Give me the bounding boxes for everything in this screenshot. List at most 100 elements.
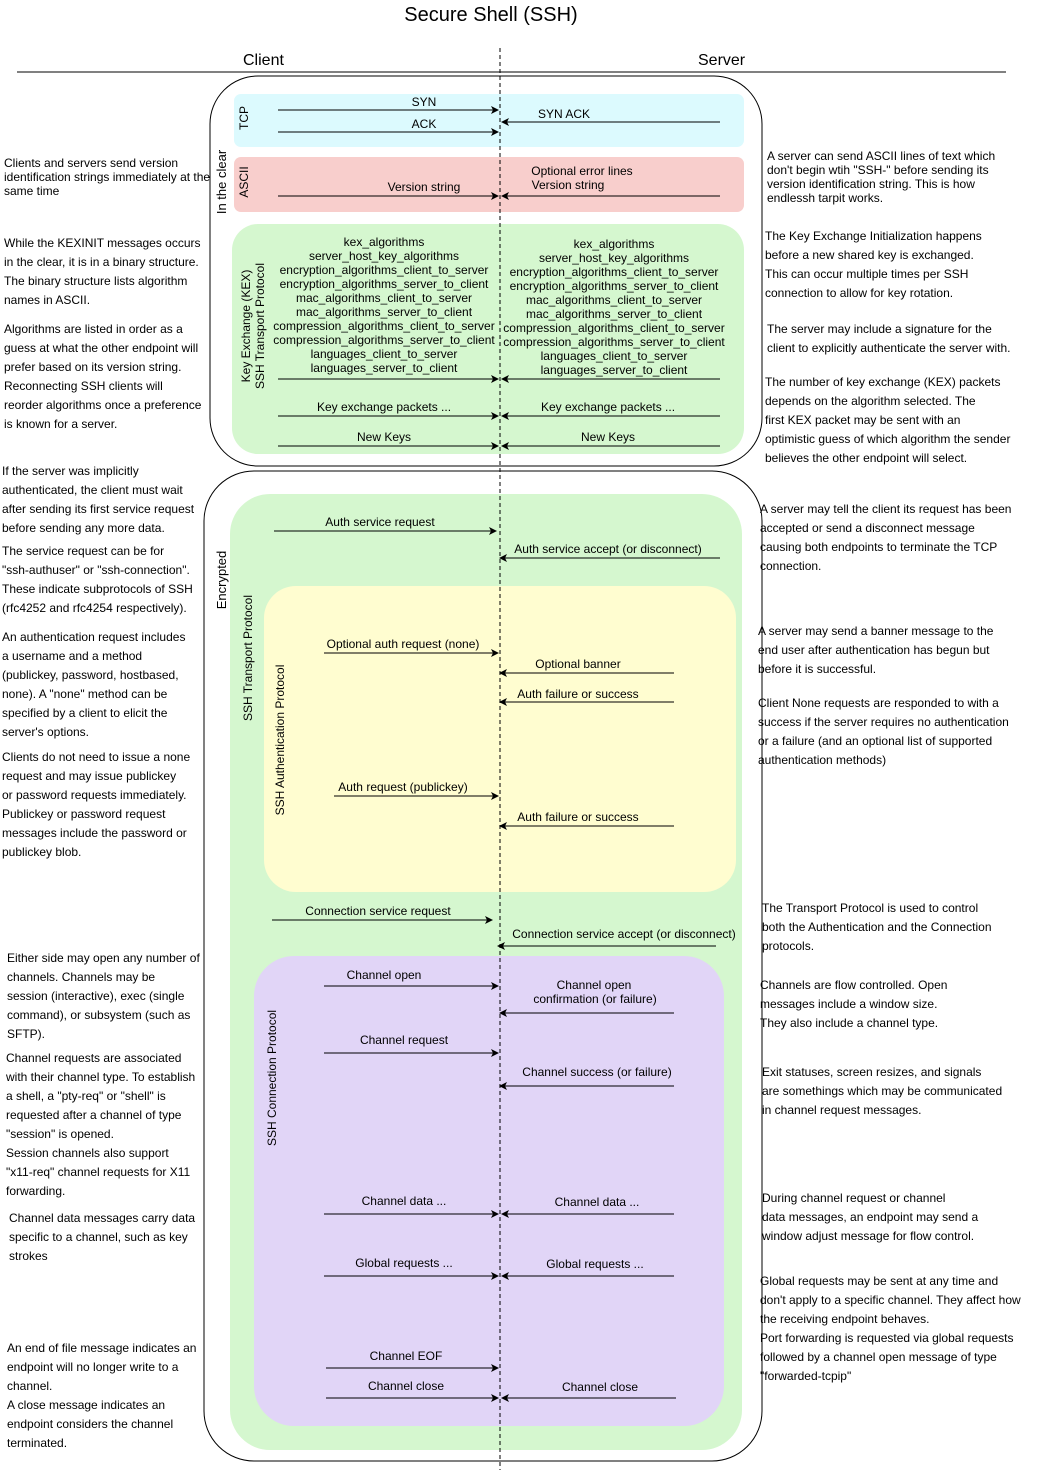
note-line: messages include the password or <box>2 826 187 840</box>
note-line: endlessh tarpit works. <box>767 191 884 205</box>
note-line: connection to allow for key rotation. <box>765 286 954 300</box>
note-line: "forwarded-tcpip" <box>760 1369 852 1383</box>
kex-algorithm-line: server_host_key_algorithms <box>539 251 689 265</box>
note-line: in channel request messages. <box>762 1103 922 1117</box>
channel-request-label: Channel request <box>360 1033 449 1047</box>
note-line: While the KEXINIT messages occurs <box>4 236 201 250</box>
note-line: The Transport Protocol is used to contro… <box>762 901 979 915</box>
optional-banner-label: Optional banner <box>535 657 620 671</box>
kex-algorithm-line: encryption_algorithms_client_to_server <box>510 265 719 279</box>
note-line: version identification string. This is h… <box>767 177 975 191</box>
note-line: endpoint considers the channel <box>7 1417 174 1431</box>
note-line: don't begin wtih "SSH-" before sending i… <box>767 163 989 177</box>
channel-open-label: Channel open <box>347 968 422 982</box>
note-line: connection. <box>760 559 822 573</box>
note-line: terminated. <box>7 1436 68 1450</box>
note-global: Global requests may be sent at any time … <box>760 1272 1021 1386</box>
note-line: Publickey or password request <box>2 807 166 821</box>
kex-region <box>232 224 744 454</box>
note-line: data messages, an endpoint may send a <box>762 1210 979 1224</box>
channel-open-confirmation-line2: confirmation (or failure) <box>533 992 656 1006</box>
note-line: "session" is opened. <box>6 1127 114 1141</box>
kex-algorithm-line: mac_algorithms_server_to_client <box>526 307 703 321</box>
note-line: the receiving endpoint behaves. <box>760 1312 930 1326</box>
note-line: "ssh-authuser" or "ssh-connection". <box>2 563 190 577</box>
note-line: causing both endpoints to terminate the … <box>760 540 998 554</box>
note-line: Global requests may be sent at any time … <box>760 1274 999 1288</box>
note-line: a username and a method <box>2 649 143 663</box>
note-line: are somethings which may be communicated <box>762 1084 1003 1098</box>
note-signature: The server may include a signature for t… <box>767 320 1010 358</box>
note-transport: The Transport Protocol is used to contro… <box>762 899 992 956</box>
note-line: Either side may open any number of <box>7 951 200 965</box>
note-line: is known for a server. <box>4 417 118 431</box>
note-line: A server may send a banner message to th… <box>758 624 994 638</box>
note-line: identification strings immediately at th… <box>4 170 211 184</box>
note-line: server's options. <box>2 725 89 739</box>
note-line: channel. <box>7 1379 53 1393</box>
ascii-label: ASCII <box>237 166 251 197</box>
note-line: before a new shared key is exchanged. <box>765 248 974 262</box>
note-accept: A server may tell the client its request… <box>760 500 1011 576</box>
kex-label: Key Exchange (KEX) <box>239 270 253 383</box>
note-line: both the Authentication and the Connecti… <box>762 920 992 934</box>
note-eof: An end of file message indicates an endpo… <box>7 1339 196 1453</box>
channel-data-server-label: Channel data ... <box>555 1195 640 1209</box>
channel-close-server-label: Channel close <box>562 1380 638 1394</box>
note-line: authentication methods) <box>758 753 887 767</box>
syn-label: SYN <box>412 95 437 109</box>
kex-algorithm-line: compression_algorithms_server_to_client <box>273 333 495 347</box>
note-line: Port forwarding is requested via global … <box>760 1331 1014 1345</box>
note-line: Client None requests are responded to wi… <box>758 696 999 710</box>
ack-label: ACK <box>412 117 437 131</box>
channel-eof-label: Channel EOF <box>370 1349 443 1363</box>
note-line: "x11-req" channel requests for X11 <box>6 1165 191 1179</box>
note-line: SFTP). <box>7 1027 45 1041</box>
note-line: or a failure (and an optional list of su… <box>758 734 993 748</box>
kex-algorithm-line: languages_client_to_server <box>311 347 458 361</box>
kex-packets-client-label: Key exchange packets ... <box>317 400 451 414</box>
note-line: before it is successful. <box>758 662 877 676</box>
kex-algorithm-line: mac_algorithms_client_to_server <box>296 291 472 305</box>
note-line: none). A "none" method can be <box>2 687 168 701</box>
client-column-header: Client <box>243 52 284 69</box>
note-line: A server can send ASCII lines of text wh… <box>767 149 996 163</box>
note-line: depends on the algorithm selected. The <box>765 394 976 408</box>
ascii-region <box>234 157 744 212</box>
note-line: Channel data messages carry data <box>9 1211 196 1225</box>
note-line: window adjust message for flow control. <box>762 1229 975 1243</box>
global-requests-server-label: Global requests ... <box>546 1257 643 1271</box>
note-line: (rfc4252 and rfc4254 respectively). <box>2 601 187 615</box>
note-line: The number of key exchange (KEX) packets <box>765 375 1001 389</box>
note-line: Clients do not need to issue a none <box>2 750 191 764</box>
note-line: success if the server requires no authen… <box>758 715 1009 729</box>
note-line: followed by a channel open message of ty… <box>760 1350 997 1364</box>
kex-algorithm-line: kex_algorithms <box>344 235 425 249</box>
note-line: forwarding. <box>6 1184 66 1198</box>
note-kex-packets: The number of key exchange (KEX) packets… <box>765 373 1010 468</box>
encrypted-label: Encrypted <box>214 551 229 610</box>
kex-algorithm-line: encryption_algorithms_server_to_client <box>280 277 489 291</box>
note-line: don't apply to a specific channel. They … <box>760 1293 1021 1307</box>
note-line: The service request can be for <box>2 544 165 558</box>
kex-algorithm-line: languages_client_to_server <box>541 349 688 363</box>
note-line: An end of file message indicates an <box>7 1341 197 1355</box>
tcp-region <box>234 94 744 147</box>
note-line: a shell, a "pty-req" or "shell" is <box>6 1089 166 1103</box>
channel-success-label: Channel success (or failure) <box>522 1065 671 1079</box>
note-line: messages include a window size. <box>760 997 938 1011</box>
transport-label: SSH Transport Protocol <box>241 595 255 721</box>
kex-algorithm-line: encryption_algorithms_client_to_server <box>280 263 489 277</box>
note-ascii: A server can send ASCII lines of text wh… <box>767 149 995 205</box>
kexinit-server-algorithms: kex_algorithmsserver_host_key_algorithms… <box>503 237 725 377</box>
optional-error-label: Optional error lines <box>531 164 632 178</box>
note-line: Channel requests are associated <box>6 1051 182 1065</box>
note-line: guess at what the other endpoint will <box>4 341 199 355</box>
note-line: endpoint will no longer write to a <box>7 1360 179 1374</box>
note-line: channels. Channels may be <box>7 970 156 984</box>
